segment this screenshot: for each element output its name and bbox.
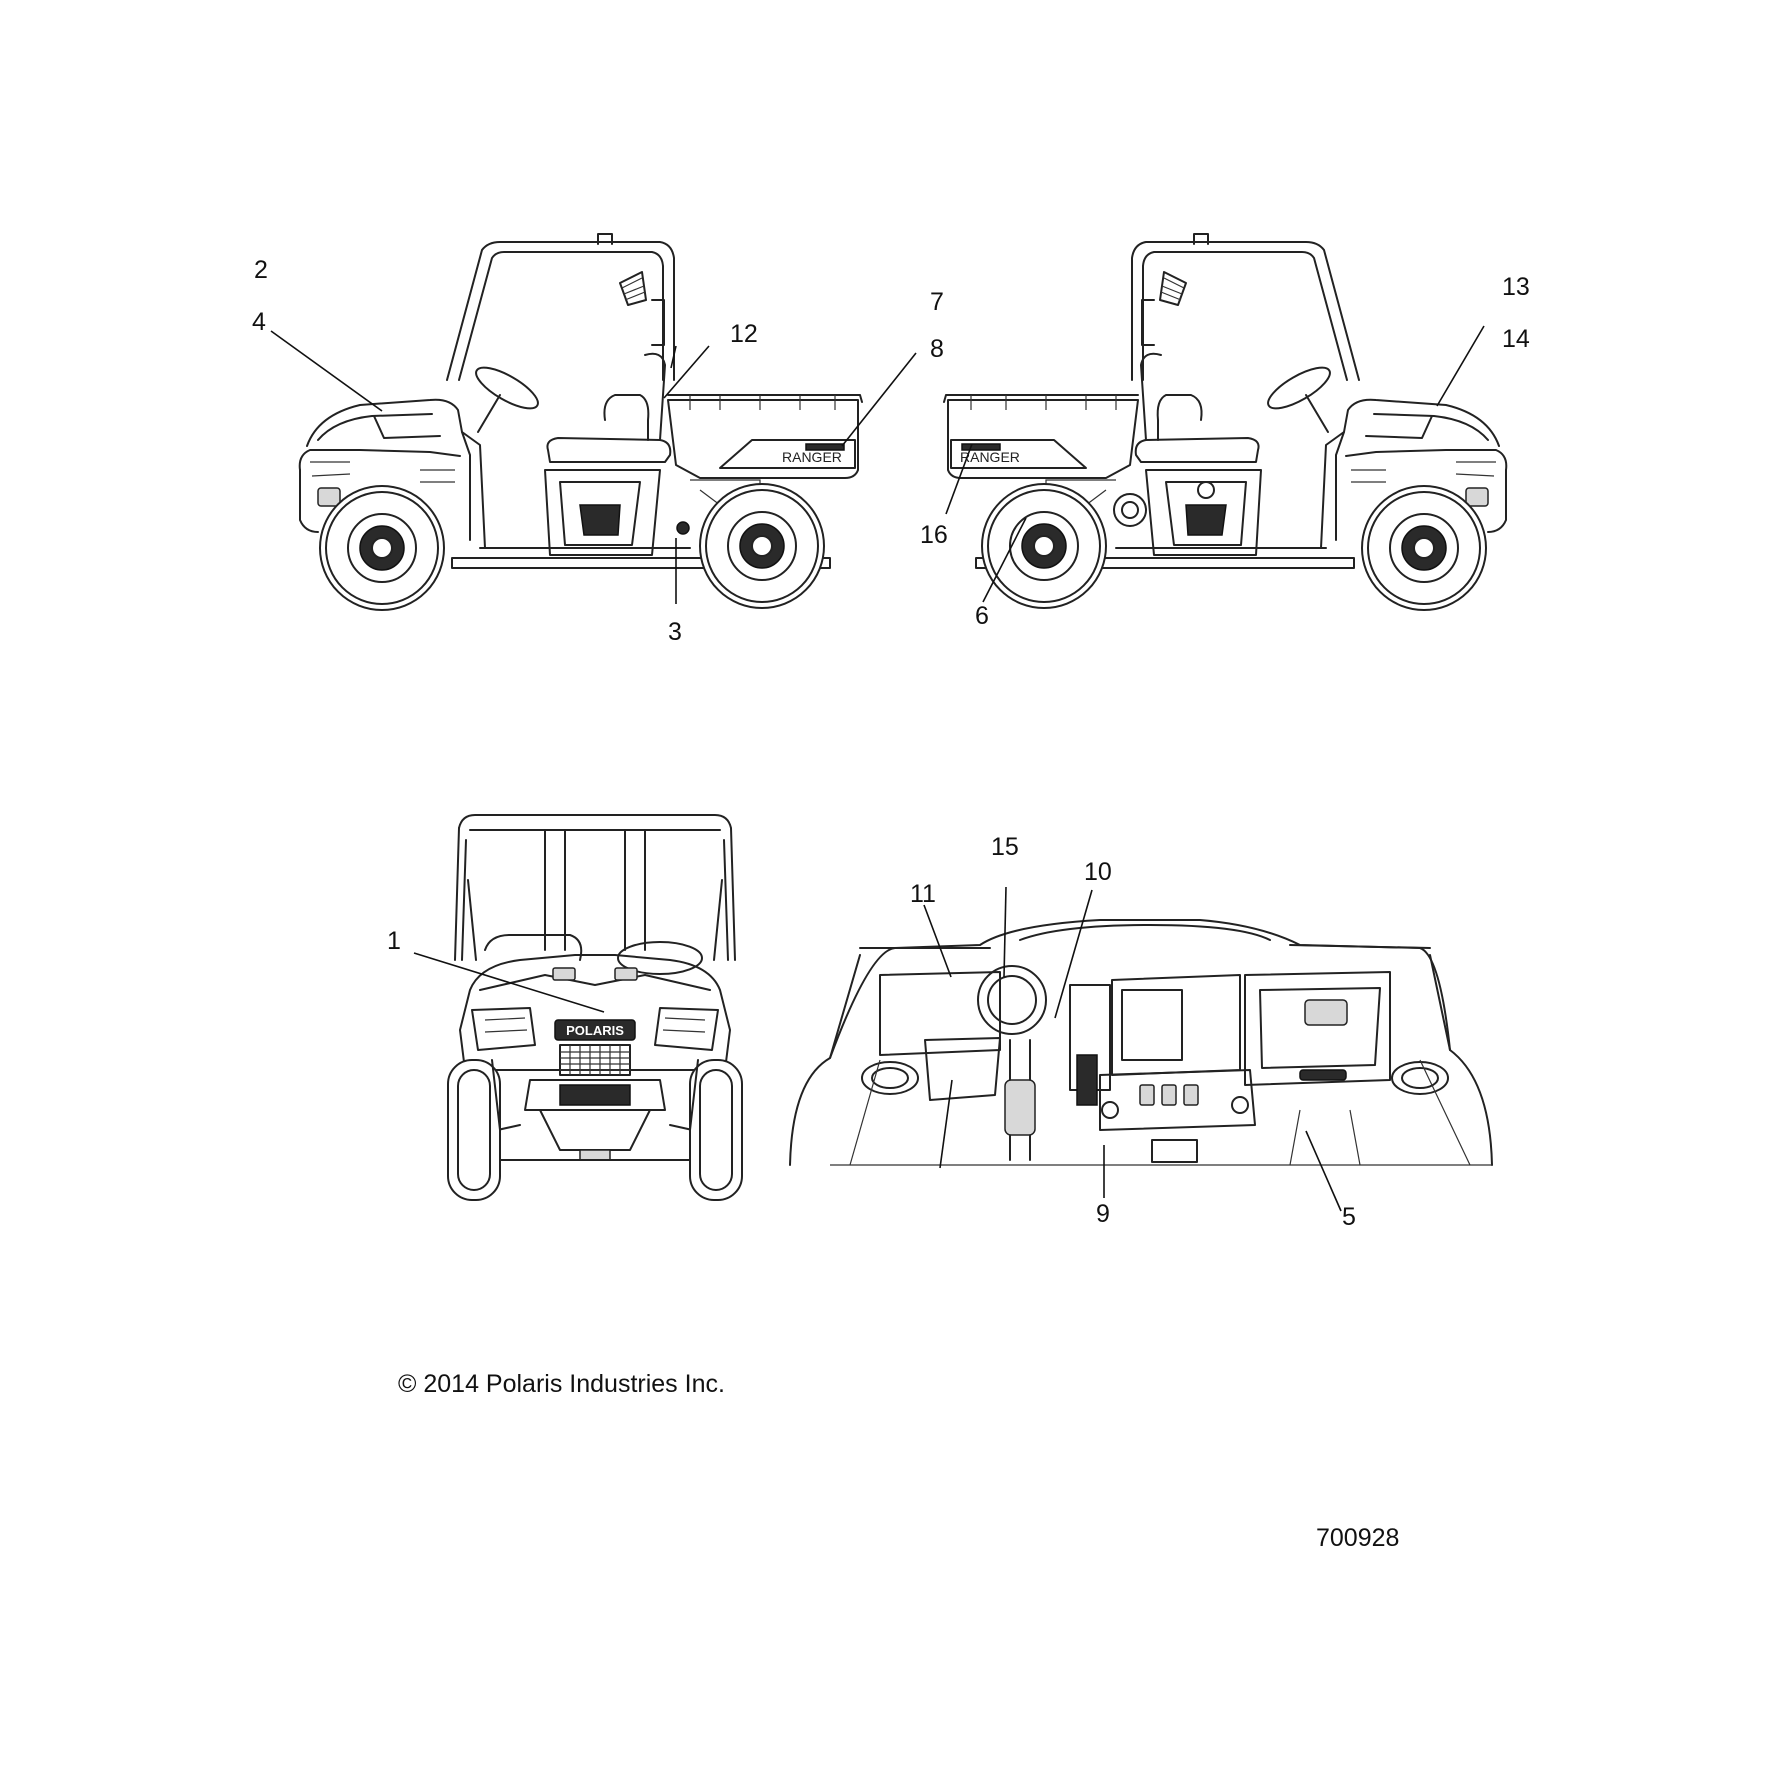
callout-14: 14 — [1502, 325, 1530, 353]
callout-9: 9 — [1096, 1200, 1110, 1228]
rear-wheel-right-view — [981, 483, 1107, 609]
callout-8: 8 — [930, 335, 944, 363]
callout-3: 3 — [668, 618, 682, 646]
callout-4: 4 — [252, 308, 266, 336]
callout-11: 11 — [910, 880, 936, 908]
callout-12: 12 — [730, 320, 758, 348]
utv-side-view-right-icon: RANGER — [943, 233, 1508, 611]
leader-lines — [270, 325, 1485, 1212]
callout-2: 2 — [254, 256, 268, 284]
dashboard-view-icon — [789, 919, 1493, 1166]
copyright-notice: © 2014 Polaris Industries Inc. — [398, 1370, 725, 1398]
callout-16: 16 — [920, 521, 948, 549]
front-wheel-right-view — [1361, 485, 1487, 611]
bed-decal-text: RANGER — [782, 449, 842, 465]
front-wheel-left-view — [319, 485, 445, 611]
grille-decal-text: POLARIS — [566, 1023, 624, 1038]
bed-decal-text-right: RANGER — [960, 449, 1020, 465]
utv-front-view-icon: POLARIS — [447, 814, 743, 1201]
rear-wheel-left-view — [699, 483, 825, 609]
figure-number: 700928 — [1316, 1524, 1400, 1552]
callout-5: 5 — [1342, 1203, 1356, 1231]
callout-labels: 2 4 12 7 8 3 16 6 13 14 1 15 11 10 9 5 — [252, 256, 1530, 1231]
callout-15: 15 — [991, 833, 1019, 861]
callout-6: 6 — [975, 602, 989, 630]
callout-13: 13 — [1502, 273, 1530, 301]
callout-10: 10 — [1084, 858, 1112, 886]
utv-side-view-left-icon: RANGER — [298, 233, 863, 611]
callout-1: 1 — [387, 927, 401, 955]
callout-7: 7 — [930, 288, 944, 316]
